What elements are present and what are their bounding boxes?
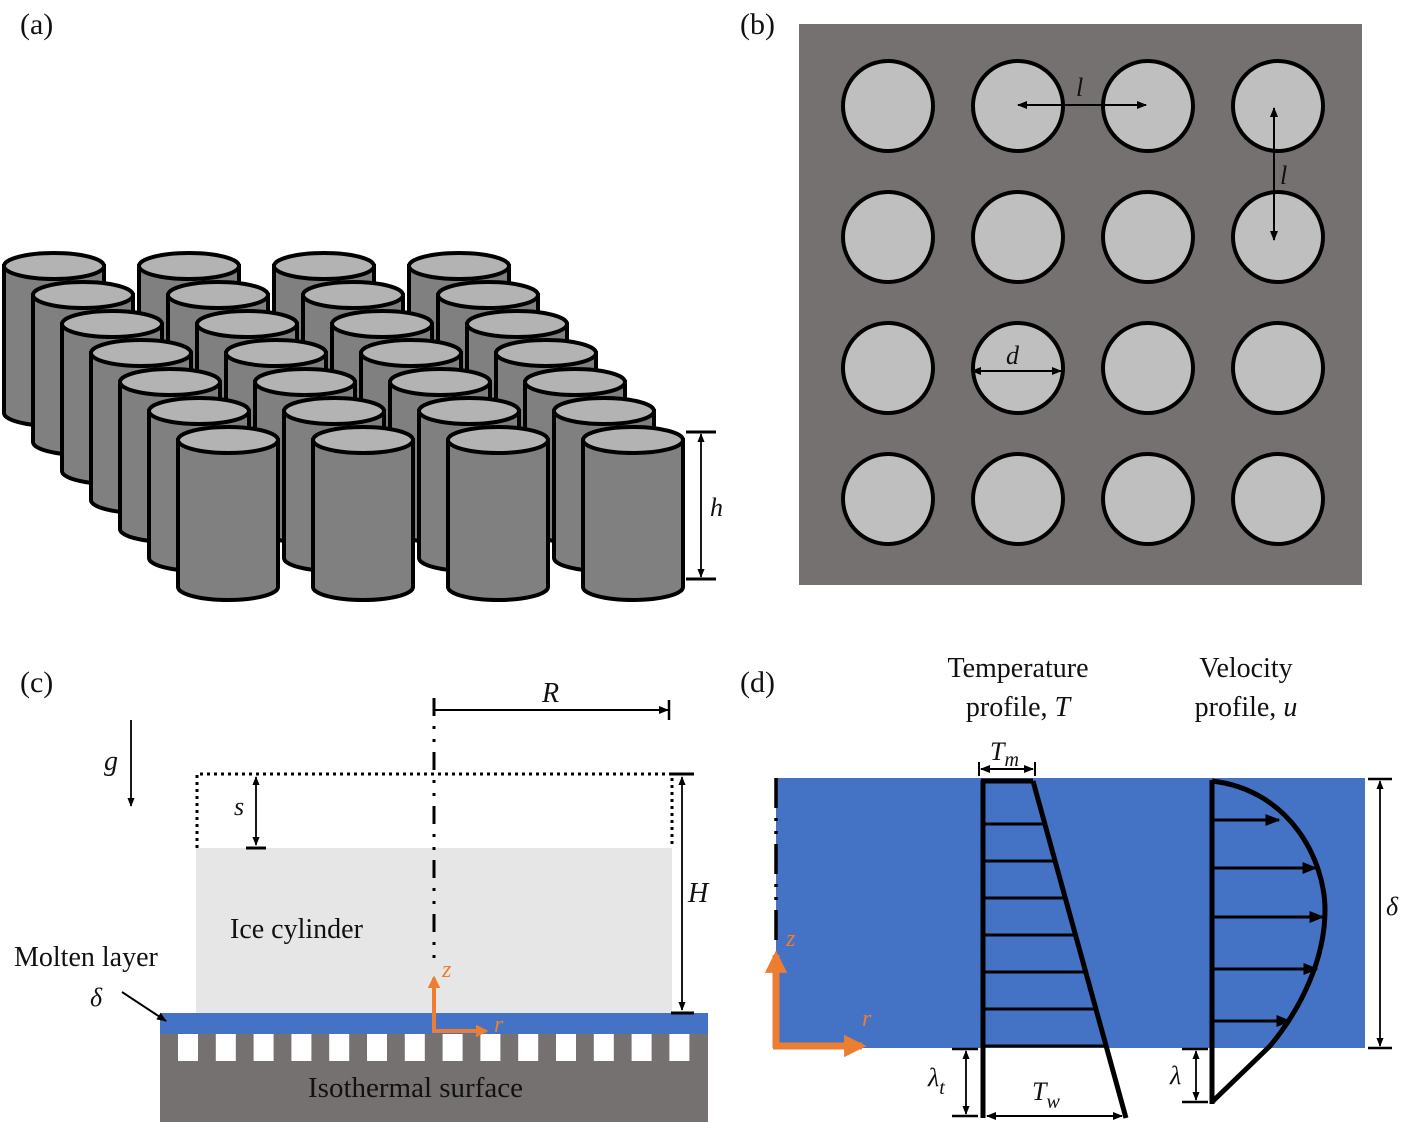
- axis-r-label: r: [494, 1012, 504, 1038]
- panel-d-tag: (d): [740, 666, 775, 699]
- delta-label: δ: [1386, 892, 1399, 921]
- groove: [556, 1034, 576, 1061]
- diameter-dimension: d: [971, 341, 1062, 375]
- radius-label: R: [541, 678, 559, 709]
- height-label-h: h: [710, 493, 723, 522]
- pillar-cylinder: [311, 425, 415, 602]
- lambda-t-label: λt: [927, 1063, 945, 1099]
- groove: [404, 1034, 425, 1061]
- height-dimension-H: H: [671, 772, 710, 1015]
- radius-dimension: R: [434, 678, 671, 720]
- pillar-array-3d: [2, 251, 685, 602]
- panel-c: (c) g Ice cylinder Isothermal surface Mo…: [14, 666, 710, 1122]
- delta-dimension: δ: [1368, 777, 1399, 1050]
- molten-layer-label: Molten layer: [14, 942, 159, 973]
- pillar-top-view: [971, 190, 1065, 284]
- groove: [631, 1034, 652, 1061]
- melt-depth-dimension: s: [234, 776, 266, 850]
- molten-layer-pointer: [121, 991, 167, 1022]
- tm-dimension: Tm: [978, 737, 1036, 776]
- spacing-dimension-vertical: l: [1270, 107, 1287, 241]
- groove: [367, 1034, 387, 1061]
- panel-a: (a) h: [2, 8, 723, 602]
- velocity-title-line2: profile, u: [1195, 692, 1298, 723]
- gravity-arrow: g: [104, 720, 135, 807]
- pillar-top-view: [1101, 452, 1195, 546]
- pillar-top-view: [841, 452, 935, 546]
- gravity-label: g: [104, 746, 118, 777]
- initial-ice-outline: [195, 772, 674, 848]
- panel-a-tag: (a): [20, 8, 53, 41]
- groove: [178, 1034, 198, 1061]
- groove: [329, 1034, 350, 1061]
- molten-delta-label: δ: [90, 983, 103, 1012]
- coordinate-axes-c: z r: [427, 957, 504, 1038]
- substrate-grooves: [178, 1034, 690, 1061]
- lambda-dimension: λ: [1169, 1047, 1208, 1104]
- pillar-top-view: [841, 59, 935, 153]
- groove: [291, 1034, 312, 1061]
- panel-b-tag: (b): [740, 8, 775, 41]
- panel-b: (b) l l d: [740, 8, 1362, 585]
- pillar-top-view: [841, 321, 935, 415]
- groove: [215, 1034, 236, 1061]
- groove: [442, 1034, 463, 1061]
- pillar-top-view: [971, 452, 1065, 546]
- pillar-cylinder: [446, 425, 550, 602]
- pillar-top-view: [841, 190, 935, 284]
- ice-cylinder-label: Ice cylinder: [230, 914, 364, 945]
- panel-d: (d) Temperature profile, T Velocity prof…: [740, 653, 1399, 1120]
- pillar-top-view: [1231, 59, 1325, 153]
- velocity-profile: [1209, 778, 1328, 1104]
- temperature-title-line1: Temperature: [947, 653, 1088, 684]
- diameter-label: d: [1006, 341, 1020, 370]
- pillar-cylinder: [176, 425, 280, 602]
- tw-dimension: Tw: [986, 1077, 1123, 1120]
- pillar-top-view: [1231, 190, 1325, 284]
- axis-z-label-d: z: [785, 926, 796, 952]
- pillar-top-view: [1101, 190, 1195, 284]
- spacing-label-vertical: l: [1280, 161, 1287, 190]
- spacing-label-horizontal: l: [1076, 73, 1083, 102]
- isothermal-surface-label: Isothermal surface: [308, 1072, 523, 1104]
- groove: [669, 1034, 690, 1061]
- tw-label: Tw: [1032, 1077, 1060, 1113]
- axis-z-label: z: [441, 957, 452, 983]
- height-dimension: h: [686, 430, 723, 581]
- groove: [480, 1034, 501, 1061]
- height-label-H: H: [687, 878, 710, 909]
- pillar-cylinder: [581, 425, 685, 602]
- groove: [253, 1034, 274, 1061]
- pillar-top-view: [1101, 321, 1195, 415]
- coordinate-axes-d: z r: [764, 926, 872, 1058]
- melt-depth-label: s: [234, 792, 244, 821]
- lambda-label: λ: [1169, 1061, 1181, 1090]
- tm-label: Tm: [990, 737, 1019, 771]
- isothermal-substrate: [160, 1034, 708, 1122]
- temperature-profile: [980, 778, 1129, 1119]
- spacing-dimension-horizontal: l: [1017, 73, 1147, 109]
- pillar-top-view: [1231, 452, 1325, 546]
- panel-c-tag: (c): [20, 666, 53, 699]
- velocity-title-line1: Velocity: [1199, 653, 1292, 684]
- groove: [593, 1034, 614, 1061]
- lambda-t-dimension: λt: [927, 1047, 978, 1118]
- axis-r-label-d: r: [862, 1006, 872, 1032]
- temperature-title-line2: profile, T: [966, 692, 1073, 723]
- groove: [518, 1034, 539, 1061]
- pillar-top-view: [1231, 321, 1325, 415]
